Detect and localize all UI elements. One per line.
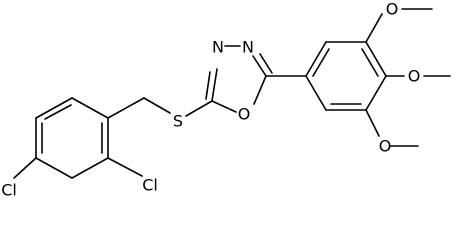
double-bond-inner <box>312 48 330 77</box>
atom-label-oxygen: O <box>379 137 392 156</box>
bond <box>107 97 145 119</box>
bond-to-cl-para <box>13 157 37 179</box>
bond <box>305 41 327 77</box>
double-bond-inner <box>361 48 379 77</box>
bond <box>305 75 327 111</box>
atom-label-nitrogen: N <box>212 38 224 57</box>
bond <box>365 41 387 77</box>
bonds <box>13 8 451 179</box>
bond-methoxy-top <box>365 13 383 43</box>
bond-to-cl-ortho <box>107 157 143 177</box>
bond <box>35 97 73 119</box>
atom-label-sulfur: S <box>173 112 183 131</box>
bond <box>143 97 171 114</box>
double-bond-inner <box>205 71 211 100</box>
atom-labels: N N O S Cl Cl O O O <box>1 0 420 200</box>
bond <box>252 55 267 77</box>
atom-label-oxygen: O <box>386 0 399 19</box>
atom-label-nitrogen: N <box>242 38 254 57</box>
atom-label-chlorine: Cl <box>1 181 17 200</box>
bond <box>185 100 213 117</box>
chemical-structure-diagram: N N O S Cl Cl O O O <box>1 0 451 200</box>
bond <box>365 75 387 111</box>
double-bond-inner <box>259 53 273 74</box>
atom-label-chlorine: Cl <box>142 176 158 195</box>
atom-label-oxygen: O <box>408 67 421 86</box>
double-bond-inner <box>44 104 72 120</box>
bond <box>35 157 73 179</box>
atom-label-ring-oxygen: O <box>238 105 251 124</box>
bond <box>211 68 218 102</box>
bond <box>71 97 109 119</box>
bond <box>211 100 237 113</box>
bond-methoxy-bottom <box>365 109 380 137</box>
bond <box>71 157 109 179</box>
bond <box>253 75 267 105</box>
